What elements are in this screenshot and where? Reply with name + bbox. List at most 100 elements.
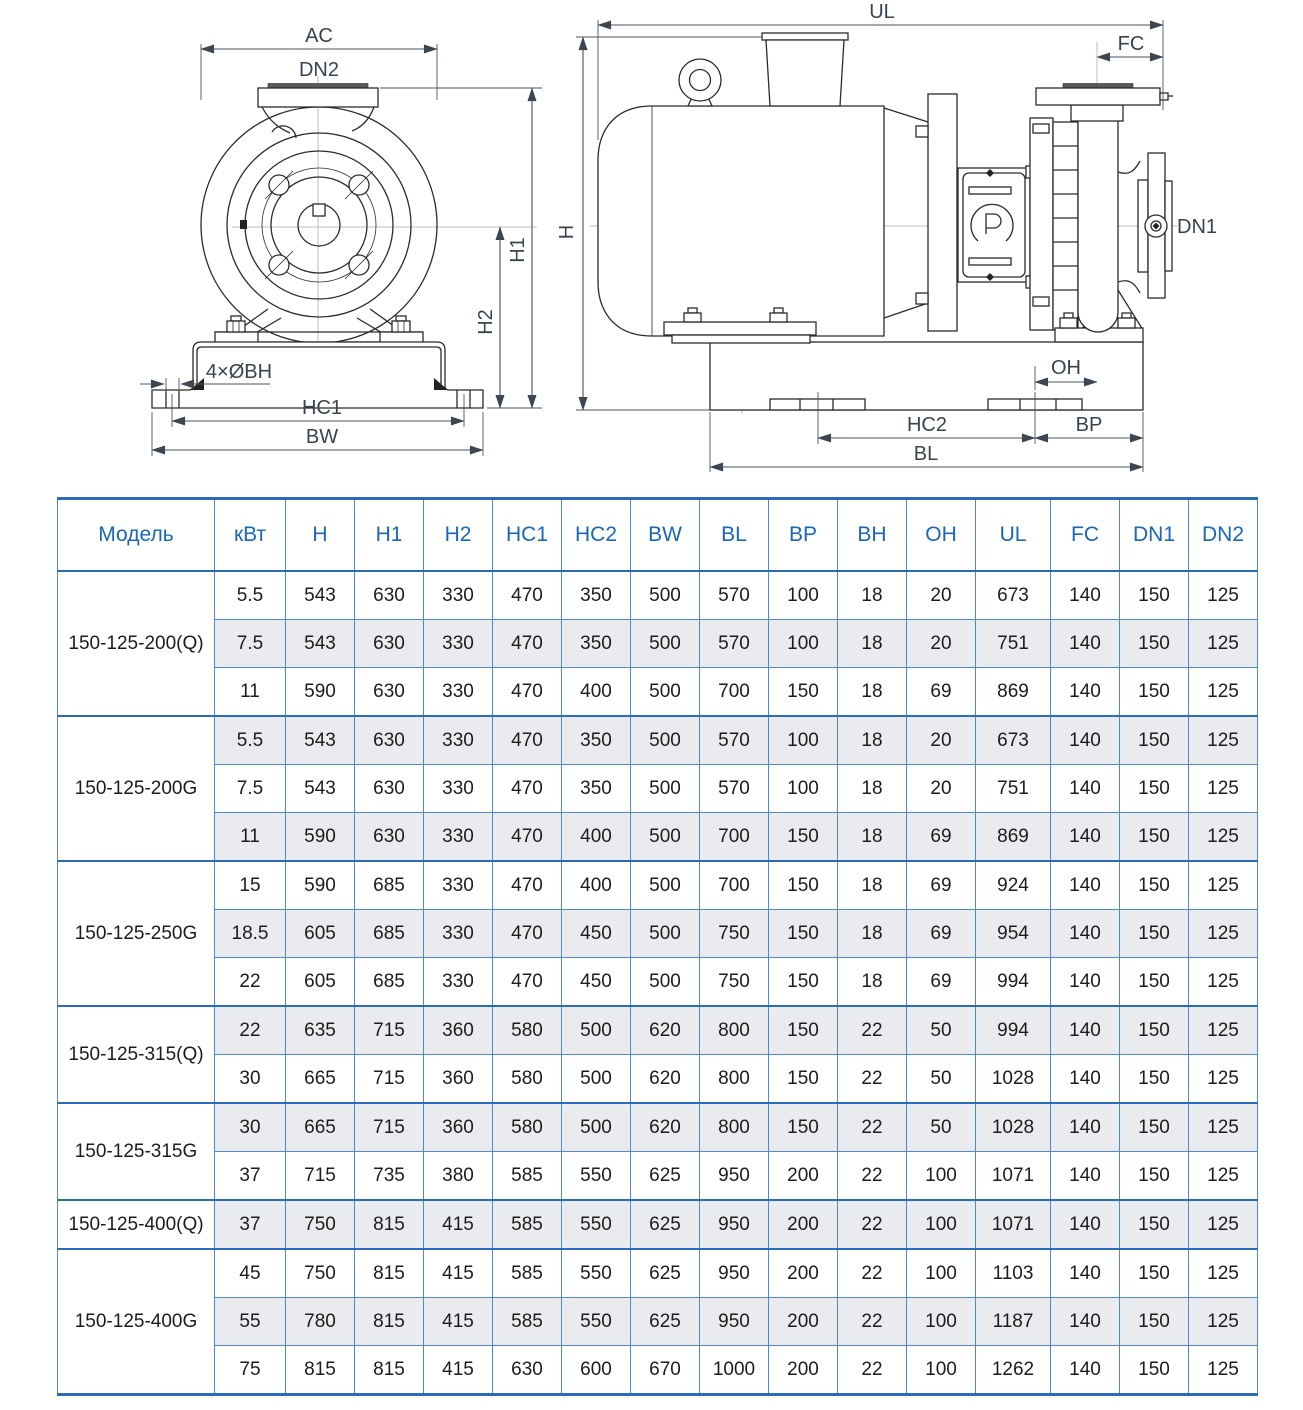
value-cell: 125 xyxy=(1188,1151,1258,1201)
value-cell: 330 xyxy=(423,812,493,862)
column-header: BL xyxy=(699,498,769,572)
value-cell: 22 xyxy=(214,957,286,1007)
value-cell: 100 xyxy=(768,715,838,765)
value-cell: 100 xyxy=(906,1297,976,1346)
value-cell: 869 xyxy=(975,812,1051,862)
value-cell: 330 xyxy=(423,860,493,910)
value-cell: 150 xyxy=(1119,1151,1189,1201)
value-cell: 150 xyxy=(1119,957,1189,1007)
dim-label-bl: BL xyxy=(914,443,938,465)
value-cell: 360 xyxy=(423,1102,493,1152)
column-header: H2 xyxy=(423,498,493,572)
discharge-flange-front xyxy=(257,83,379,134)
value-cell: 735 xyxy=(354,1151,424,1201)
value-cell: 125 xyxy=(1188,812,1258,862)
value-cell: 140 xyxy=(1050,1199,1120,1250)
value-cell: 18 xyxy=(837,570,907,620)
value-cell: 750 xyxy=(699,909,769,958)
column-header: DN2 xyxy=(1188,498,1258,572)
value-cell: 630 xyxy=(354,619,424,668)
dim-label-hc2: HC2 xyxy=(907,414,947,436)
column-header: FC xyxy=(1050,498,1120,572)
value-cell: 5.5 xyxy=(214,570,286,620)
value-cell: 620 xyxy=(630,1054,700,1104)
value-cell: 150 xyxy=(768,909,838,958)
value-cell: 620 xyxy=(630,1102,700,1152)
value-cell: 543 xyxy=(285,570,355,620)
value-cell: 605 xyxy=(285,909,355,958)
value-cell: 150 xyxy=(1119,1102,1189,1152)
value-cell: 18 xyxy=(837,619,907,668)
value-cell: 1187 xyxy=(975,1297,1051,1346)
value-cell: 630 xyxy=(354,570,424,620)
column-header: BH xyxy=(837,498,907,572)
value-cell: 100 xyxy=(906,1151,976,1201)
value-cell: 150 xyxy=(1119,1345,1189,1395)
value-cell: 18 xyxy=(837,764,907,813)
value-cell: 100 xyxy=(768,570,838,620)
value-cell: 715 xyxy=(354,1054,424,1104)
discharge-pipe xyxy=(1035,83,1173,333)
value-cell: 150 xyxy=(768,957,838,1007)
value-cell: 330 xyxy=(423,764,493,813)
value-cell: 800 xyxy=(699,1054,769,1104)
column-header: H1 xyxy=(354,498,424,572)
value-cell: 37 xyxy=(214,1151,286,1201)
dim-label-h: H xyxy=(556,225,578,239)
column-header: H xyxy=(285,498,355,572)
value-cell: 994 xyxy=(975,957,1051,1007)
terminal-box-lid xyxy=(761,32,849,41)
value-cell: 20 xyxy=(906,570,976,620)
value-cell: 125 xyxy=(1188,1297,1258,1346)
value-cell: 100 xyxy=(768,619,838,668)
value-cell: 570 xyxy=(699,619,769,668)
value-cell: 150 xyxy=(1119,570,1189,620)
value-cell: 500 xyxy=(561,1005,631,1055)
dim-label-bolt-holes: 4×ØBH xyxy=(206,361,272,383)
column-header: HC2 xyxy=(561,498,631,572)
value-cell: 140 xyxy=(1050,860,1120,910)
value-cell: 30 xyxy=(214,1054,286,1104)
value-cell: 950 xyxy=(699,1151,769,1201)
value-cell: 150 xyxy=(768,1054,838,1104)
value-cell: 400 xyxy=(561,667,631,717)
value-cell: 470 xyxy=(492,860,562,910)
value-cell: 543 xyxy=(285,715,355,765)
value-cell: 500 xyxy=(630,957,700,1007)
value-cell: 7.5 xyxy=(214,619,286,668)
value-cell: 580 xyxy=(492,1005,562,1055)
value-cell: 780 xyxy=(285,1297,355,1346)
value-cell: 18 xyxy=(837,715,907,765)
value-cell: 550 xyxy=(561,1297,631,1346)
dim-label-dn2: DN2 xyxy=(299,59,339,81)
model-cell: 150-125-315(Q) xyxy=(57,1005,215,1104)
discharge-flange-side xyxy=(1035,87,1161,106)
value-cell: 200 xyxy=(768,1248,838,1298)
value-cell: 700 xyxy=(699,812,769,862)
value-cell: 1071 xyxy=(975,1151,1051,1201)
value-cell: 45 xyxy=(214,1248,286,1298)
value-cell: 620 xyxy=(630,1005,700,1055)
value-cell: 685 xyxy=(354,909,424,958)
value-cell: 140 xyxy=(1050,1151,1120,1201)
value-cell: 751 xyxy=(975,764,1051,813)
value-cell: 400 xyxy=(561,812,631,862)
value-cell: 994 xyxy=(975,1005,1051,1055)
value-cell: 1028 xyxy=(975,1102,1051,1152)
value-cell: 630 xyxy=(492,1345,562,1395)
value-cell: 150 xyxy=(768,812,838,862)
value-cell: 330 xyxy=(423,715,493,765)
value-cell: 140 xyxy=(1050,667,1120,717)
value-cell: 500 xyxy=(561,1054,631,1104)
value-cell: 543 xyxy=(285,619,355,668)
value-cell: 22 xyxy=(837,1151,907,1201)
value-cell: 50 xyxy=(906,1005,976,1055)
model-cell: 150-125-200G xyxy=(57,715,215,862)
value-cell: 69 xyxy=(906,812,976,862)
value-cell: 69 xyxy=(906,909,976,958)
value-cell: 75 xyxy=(214,1345,286,1395)
value-cell: 125 xyxy=(1188,1102,1258,1152)
